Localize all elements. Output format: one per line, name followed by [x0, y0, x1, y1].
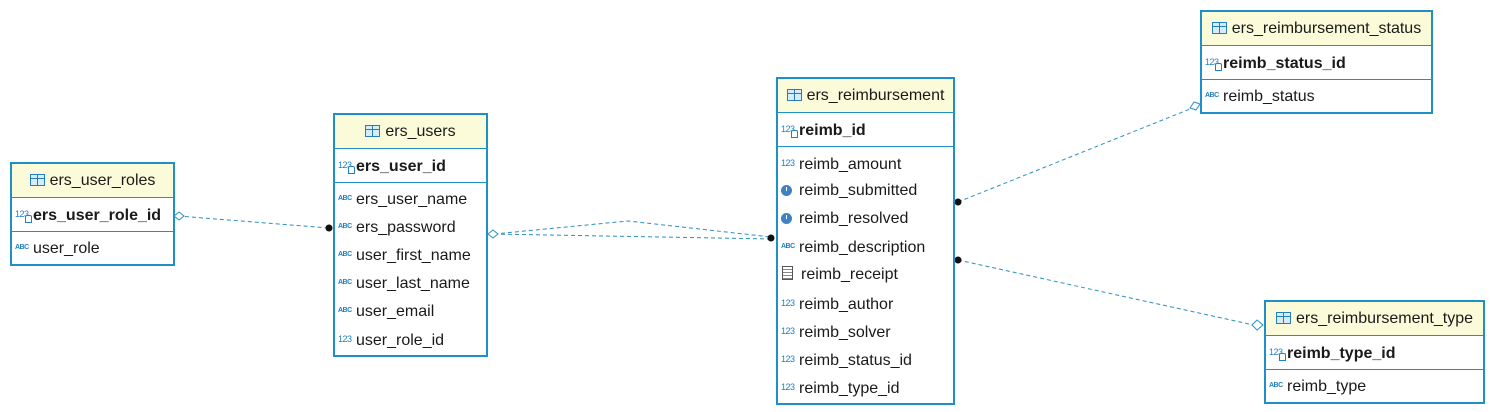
clock-icon — [781, 213, 792, 224]
text-type-icon: ABC — [15, 244, 29, 251]
relation-reimbursement-author-to-users — [493, 220, 772, 238]
text-type-icon: ABC — [338, 223, 352, 230]
table-icon — [786, 89, 802, 101]
numeric-key-icon: 123 — [781, 124, 795, 134]
key-icon — [1279, 353, 1286, 361]
entity-header: ers_user_roles — [12, 164, 173, 198]
relation-end-dot — [954, 198, 962, 206]
table-icon — [29, 174, 45, 186]
numeric-key-icon: 123 — [1269, 347, 1283, 357]
relation-reimbursement-solver-to-users — [493, 233, 772, 240]
numeric-key-icon: 123 — [338, 160, 352, 170]
key-icon — [1215, 63, 1222, 71]
relation-end-diamond — [487, 229, 499, 239]
relation-end-diamond — [1189, 101, 1201, 111]
numeric-key-icon: 123 — [1205, 57, 1219, 67]
numeric-type-icon: 123 — [781, 326, 795, 336]
entity-header: ers_reimbursement — [778, 79, 953, 113]
column-row[interactable]: reimb_submitted — [778, 177, 953, 205]
relation-end-dot — [954, 256, 962, 264]
key-icon — [791, 130, 798, 138]
column-row[interactable]: reimb_resolved — [778, 205, 953, 233]
relation-end-diamond — [1251, 319, 1264, 331]
table-icon — [1276, 312, 1292, 324]
numeric-type-icon: 123 — [781, 298, 795, 308]
clock-icon — [781, 185, 792, 196]
table-icon — [365, 125, 381, 137]
text-type-icon: ABC — [338, 251, 352, 258]
numeric-type-icon: 123 — [781, 158, 795, 168]
relation-users-to-user-roles — [177, 215, 330, 229]
binary-file-icon — [782, 266, 793, 280]
key-icon — [25, 215, 32, 223]
relation-end-dot — [325, 224, 333, 232]
column-row[interactable]: reimb_receipt — [778, 261, 953, 289]
text-type-icon: ABC — [1269, 382, 1283, 389]
text-type-icon: ABC — [338, 307, 352, 314]
relation-end-dot — [767, 234, 775, 242]
entity-header: ers_users — [335, 115, 486, 149]
numeric-type-icon: 123 — [338, 334, 352, 344]
entity-header: ers_reimbursement_status — [1202, 12, 1431, 46]
key-icon — [348, 166, 355, 174]
relation-reimbursement-to-type — [957, 259, 1259, 327]
numeric-key-icon: 123 — [15, 209, 29, 219]
entity-header: ers_reimbursement_type — [1266, 302, 1483, 336]
relation-reimbursement-to-status — [957, 106, 1196, 203]
text-type-icon: ABC — [1205, 92, 1219, 99]
numeric-type-icon: 123 — [781, 382, 795, 392]
text-type-icon: ABC — [781, 243, 795, 250]
table-icon — [1211, 22, 1227, 34]
text-type-icon: ABC — [338, 279, 352, 286]
text-type-icon: ABC — [338, 195, 352, 202]
numeric-type-icon: 123 — [781, 354, 795, 364]
relation-end-diamond — [173, 211, 185, 221]
